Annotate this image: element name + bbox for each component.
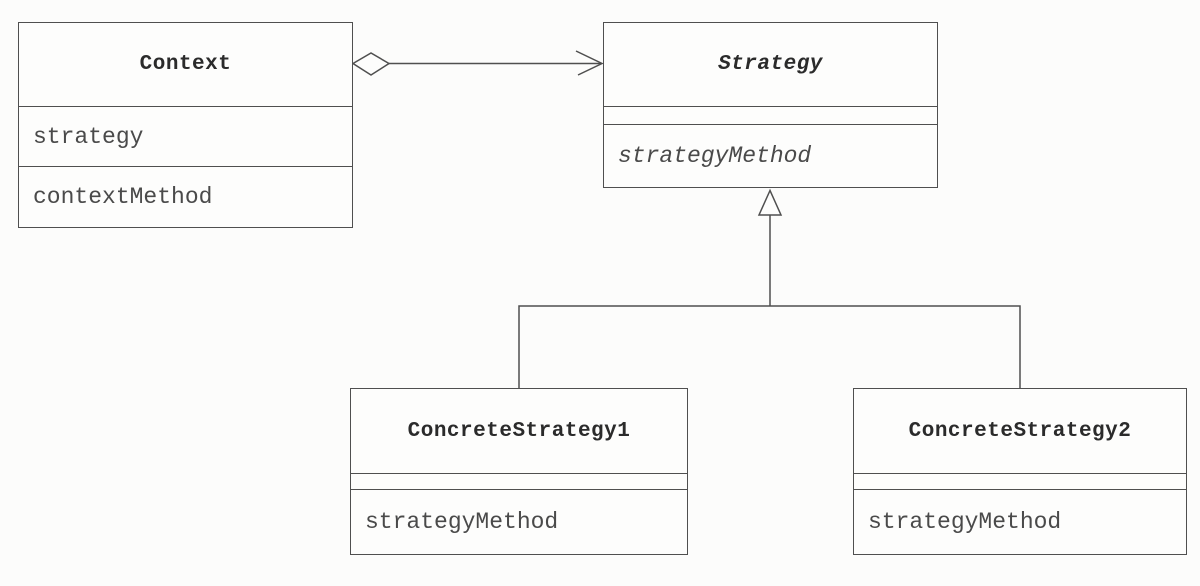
open-arrowhead-icon: [575, 50, 604, 76]
aggregation-diamond-icon: [351, 52, 391, 76]
class-name-context: Context: [139, 53, 232, 76]
generalization-connector: [518, 188, 1021, 388]
method-contextmethod: contextMethod: [19, 166, 352, 227]
class-box-concrete-strategy-2: ConcreteStrategy2 strategyMethod: [853, 388, 1187, 555]
method-strategymethod-2: strategyMethod: [854, 489, 1186, 554]
method-strategymethod-abstract: strategyMethod: [604, 124, 937, 187]
generalization-branch-lines: [518, 305, 1021, 388]
class-name-concrete-strategy-2: ConcreteStrategy2: [908, 419, 1132, 443]
empty-attributes-compartment: [854, 473, 1186, 489]
class-box-context: Context strategy contextMethod: [18, 22, 353, 228]
empty-attributes-compartment: [604, 106, 937, 124]
class-name-strategy: Strategy: [718, 53, 823, 76]
attribute-strategy: strategy: [19, 106, 352, 166]
method-strategymethod-1: strategyMethod: [351, 489, 687, 554]
hollow-triangle-icon: [757, 188, 783, 216]
class-name-concrete-strategy-1: ConcreteStrategy1: [407, 419, 631, 443]
aggregation-connector: [351, 50, 604, 76]
empty-attributes-compartment: [351, 473, 687, 489]
class-box-strategy: Strategy strategyMethod: [603, 22, 938, 188]
class-box-concrete-strategy-1: ConcreteStrategy1 strategyMethod: [350, 388, 688, 555]
